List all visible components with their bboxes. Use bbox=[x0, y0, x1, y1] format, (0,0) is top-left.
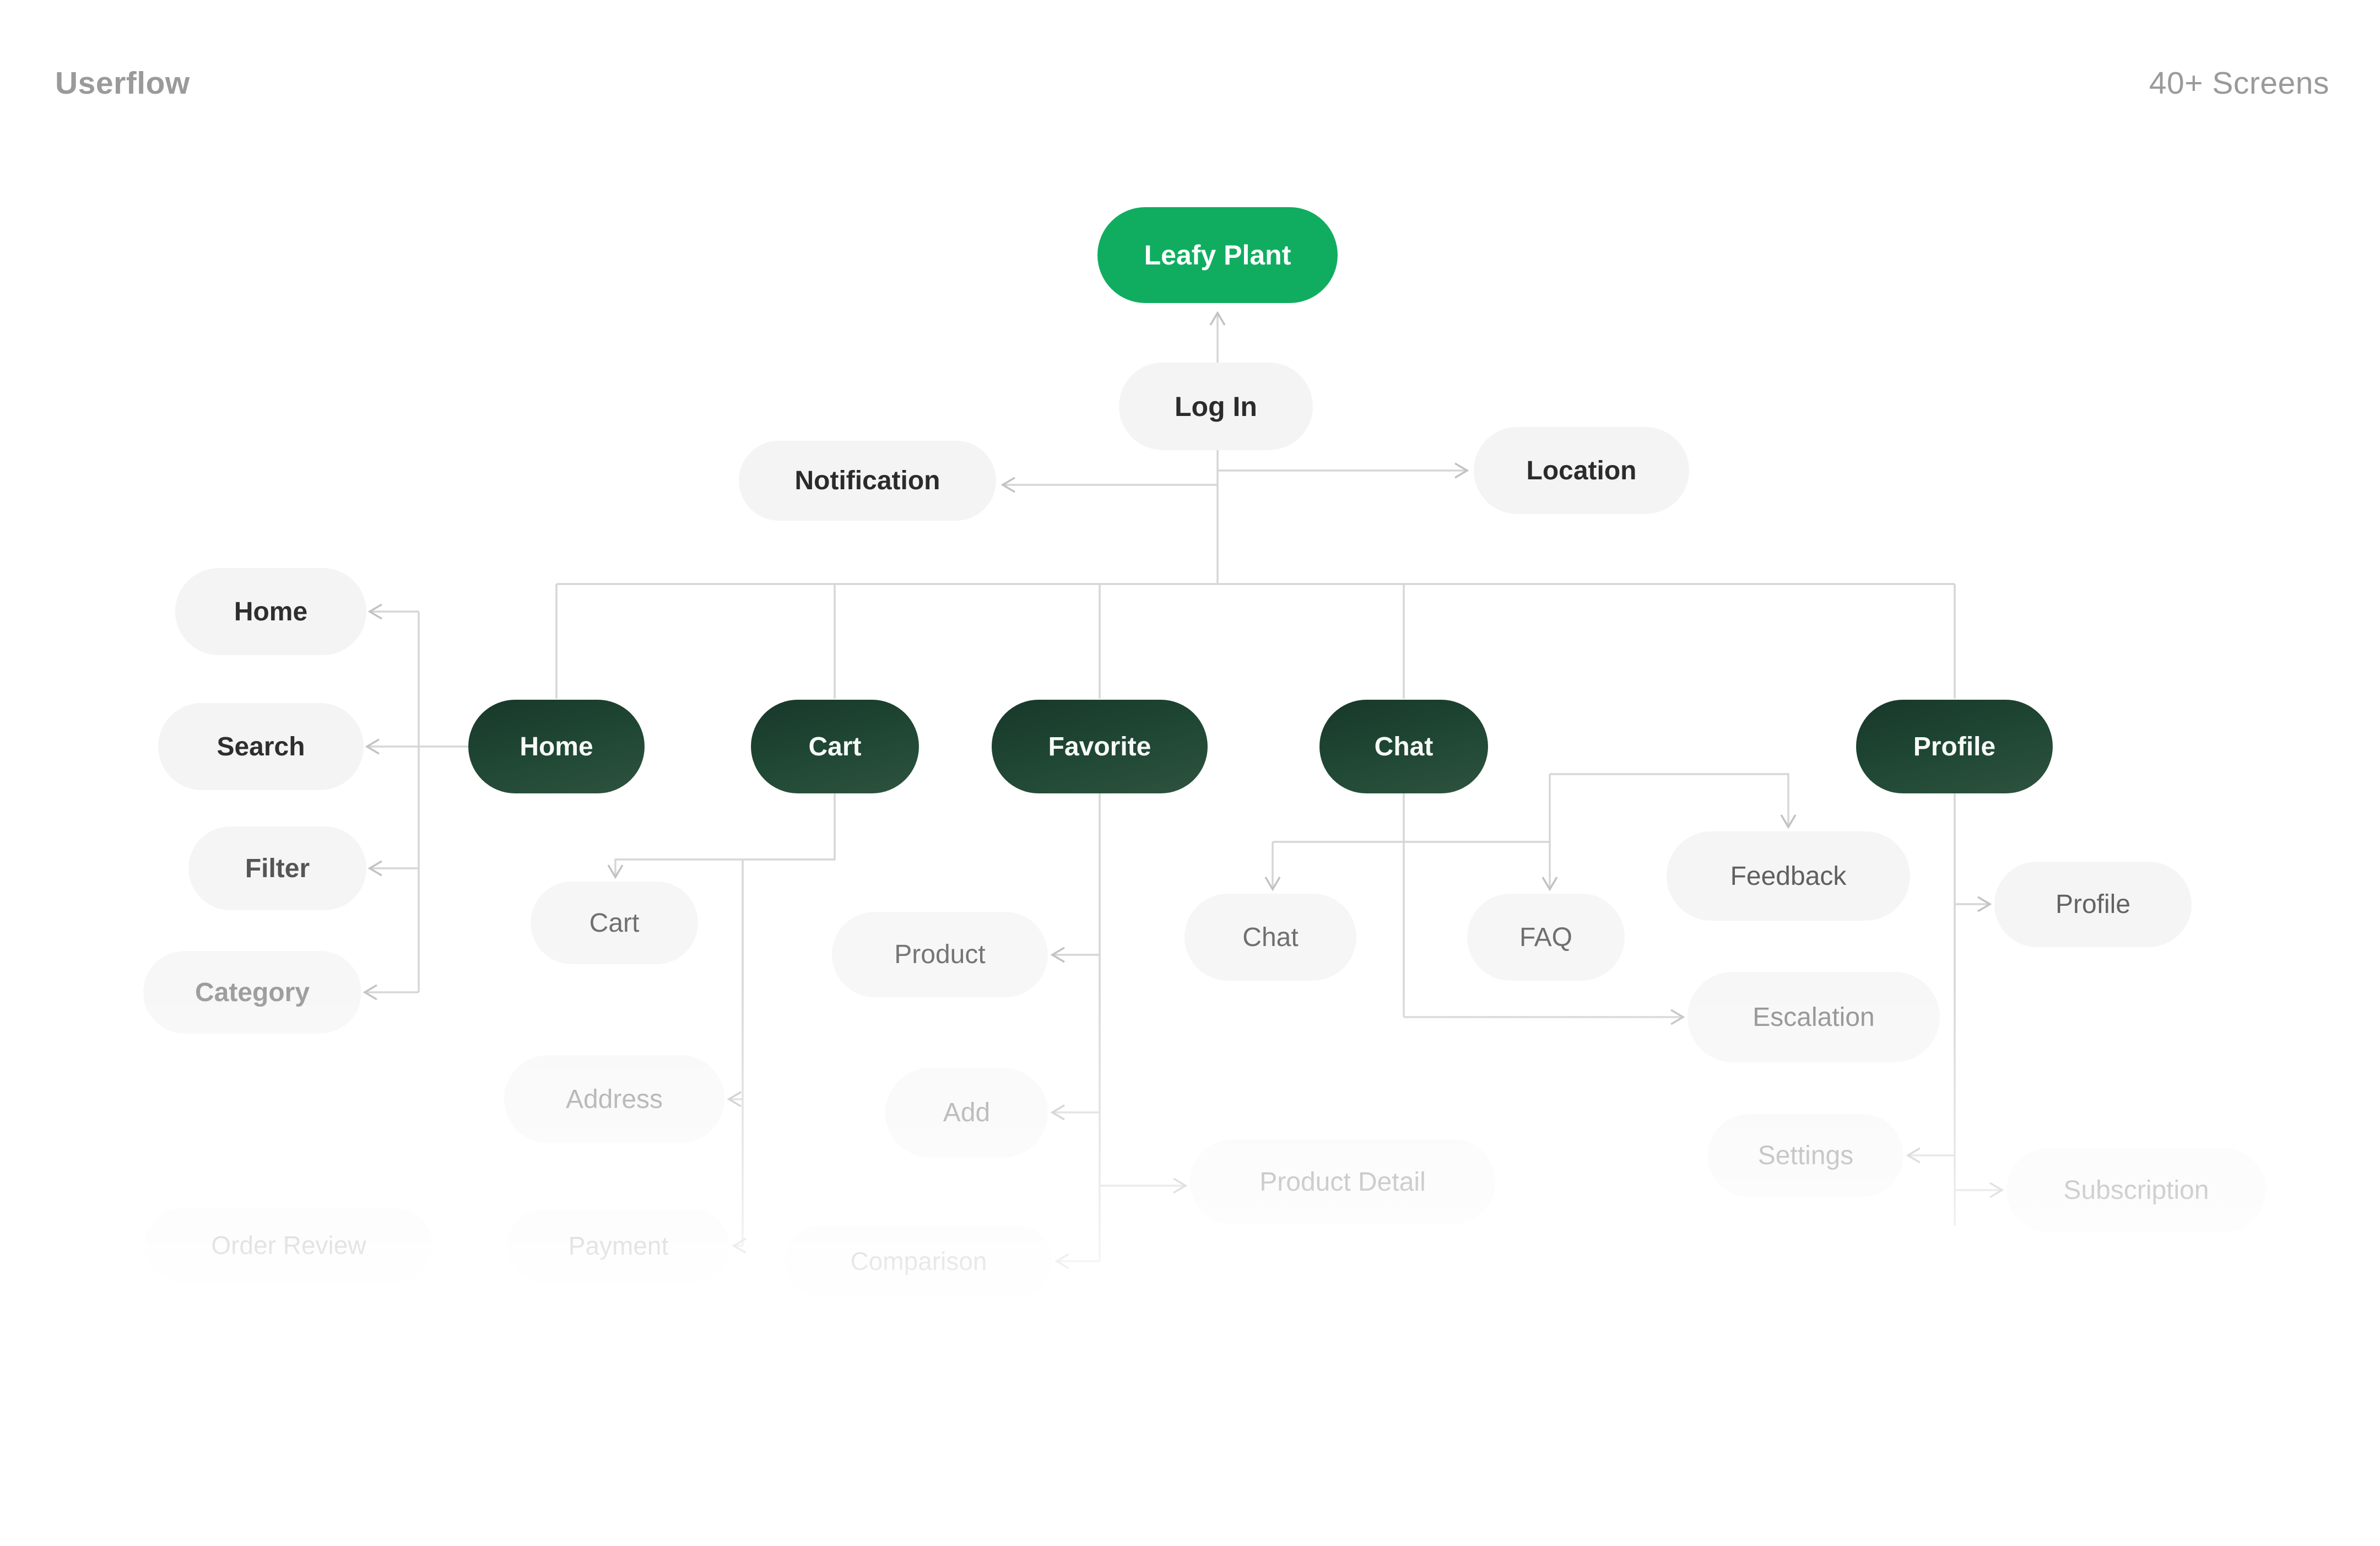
node-label-address: Address bbox=[565, 1084, 663, 1114]
node-chat-child: Chat bbox=[1184, 894, 1356, 981]
node-cart-child: Cart bbox=[531, 882, 698, 964]
node-product: Product bbox=[832, 912, 1048, 997]
node-label-chat-child: Chat bbox=[1242, 922, 1299, 952]
node-label-location: Location bbox=[1526, 456, 1637, 485]
edge-to-feedback bbox=[1550, 773, 1797, 829]
node-home-left: Home bbox=[175, 568, 366, 655]
node-label-cart-child: Cart bbox=[589, 908, 640, 938]
node-profile-child: Profile bbox=[1994, 862, 2192, 947]
node-label-favorite: Favorite bbox=[1048, 732, 1151, 761]
node-label-feedback: Feedback bbox=[1730, 861, 1847, 891]
node-label-home: Home bbox=[520, 732, 593, 761]
node-address: Address bbox=[504, 1055, 724, 1143]
node-label-faq: FAQ bbox=[1519, 922, 1573, 952]
node-label-payment: Payment bbox=[568, 1231, 669, 1260]
node-payment: Payment bbox=[507, 1209, 729, 1282]
node-category: Category bbox=[143, 951, 361, 1034]
node-filter: Filter bbox=[188, 826, 366, 910]
node-label-chat: Chat bbox=[1374, 732, 1434, 761]
node-label-search: Search bbox=[217, 732, 305, 761]
node-search: Search bbox=[158, 703, 364, 790]
node-label-escalation: Escalation bbox=[1752, 1002, 1875, 1032]
node-label-home-left: Home bbox=[234, 597, 308, 626]
screens-count-label: 40+ Screens bbox=[2149, 66, 2329, 101]
node-home: Home bbox=[468, 700, 645, 793]
node-faq: FAQ bbox=[1467, 894, 1625, 981]
node-label-comparison: Comparison bbox=[850, 1247, 987, 1275]
node-order-review: Order Review bbox=[145, 1208, 432, 1282]
node-comparison: Comparison bbox=[785, 1225, 1052, 1297]
node-label-settings: Settings bbox=[1757, 1140, 1854, 1170]
node-label-product-detail: Product Detail bbox=[1259, 1167, 1426, 1197]
node-label-order-review: Order Review bbox=[211, 1231, 366, 1259]
node-chat: Chat bbox=[1319, 700, 1488, 793]
node-label-profile: Profile bbox=[1913, 732, 1996, 761]
node-favorite: Favorite bbox=[992, 700, 1208, 793]
node-label-notification: Notification bbox=[794, 466, 940, 495]
edge-cart-branch bbox=[607, 793, 836, 879]
node-cart: Cart bbox=[751, 700, 919, 793]
node-log-in: Log In bbox=[1119, 363, 1313, 450]
node-label-log-in: Log In bbox=[1175, 391, 1257, 422]
node-subscription: Subscription bbox=[2006, 1148, 2266, 1232]
page-title: Userflow bbox=[55, 66, 190, 101]
node-label-subscription: Subscription bbox=[2063, 1175, 2209, 1205]
node-location: Location bbox=[1474, 427, 1689, 514]
node-product-detail: Product Detail bbox=[1190, 1139, 1495, 1224]
node-profile: Profile bbox=[1856, 700, 2053, 793]
node-label-product: Product bbox=[894, 940, 986, 969]
node-escalation: Escalation bbox=[1687, 972, 1940, 1062]
node-leafy-plant: Leafy Plant bbox=[1097, 207, 1338, 303]
node-label-add: Add bbox=[943, 1098, 991, 1127]
node-label-filter: Filter bbox=[245, 853, 310, 883]
node-label-cart: Cart bbox=[808, 732, 862, 761]
node-feedback: Feedback bbox=[1667, 831, 1910, 921]
node-notification: Notification bbox=[739, 441, 996, 521]
node-label-profile-child: Profile bbox=[2055, 890, 2131, 919]
node-label-category: Category bbox=[194, 977, 310, 1007]
node-settings: Settings bbox=[1708, 1114, 1903, 1197]
node-add: Add bbox=[885, 1068, 1048, 1158]
node-label-leafy-plant: Leafy Plant bbox=[1144, 240, 1291, 271]
